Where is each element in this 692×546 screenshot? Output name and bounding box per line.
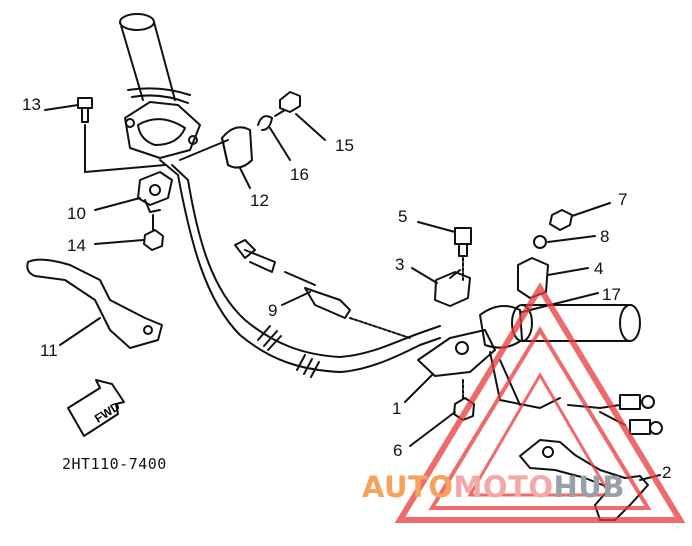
callout-15: 15 [335,136,354,155]
leader-6 [409,411,456,447]
callout-2: 2 [662,463,672,482]
left-lever-bracket [137,171,173,213]
leader-16 [269,127,291,161]
watermark-part-3: HUB [553,470,625,504]
callout-9: 9 [268,301,278,320]
leader-5 [417,221,456,233]
callout-13: 13 [22,95,41,114]
brake-lever [519,439,649,521]
leader-17 [521,292,599,313]
leader-13 [84,164,166,173]
nut-14 [143,214,164,251]
watermark-text: AUTOMOTOHUB [362,470,625,504]
clamp-4 [517,257,549,299]
leader-3 [411,267,438,284]
forward-arrow-icon [67,379,125,437]
callout-5: 5 [398,207,408,226]
watermark-part-2: MOTO [453,470,554,504]
leader-10 [94,197,141,211]
callout-16: 16 [290,165,309,184]
watermark-part-1: AUTO [362,470,454,504]
leader-13a [44,104,79,111]
callout-8: 8 [600,227,610,246]
bolt-13 [77,97,93,173]
leader-11 [59,317,101,346]
callout-17: 17 [602,285,621,304]
leader-9 [281,291,311,306]
callout-7: 7 [618,190,628,209]
leader-7 [571,202,611,217]
leader-12b [179,139,229,161]
callout-4: 4 [594,259,604,278]
leader-12 [239,167,251,189]
callout-6: 6 [393,441,403,460]
clamp-left [221,126,253,169]
callout-11: 11 [40,341,58,360]
screw-15 [274,91,301,117]
callout-12: 12 [250,191,269,210]
left-grip [119,13,191,104]
leader-4 [547,267,589,276]
washer-16 [257,115,273,131]
clutch-lever [26,258,163,349]
right-lever-holder [417,329,496,377]
diagram-code: 2HT110-7400 [62,455,167,473]
screw-7 [549,209,573,231]
leader-1 [404,374,433,403]
callout-3: 3 [395,255,405,274]
callout-14: 14 [67,236,86,255]
switch-3 [434,269,471,307]
screw-5 [454,227,472,281]
callout-10: 10 [67,204,86,223]
handlebar-tube [159,159,441,378]
callout-1: 1 [392,399,402,418]
washer-8 [533,235,547,249]
leader-8 [547,235,596,243]
watermark-logo [394,282,686,523]
leader-15 [295,113,326,141]
cable-switch [234,239,411,339]
throttle-housing [124,101,201,159]
leader-14 [94,239,144,245]
